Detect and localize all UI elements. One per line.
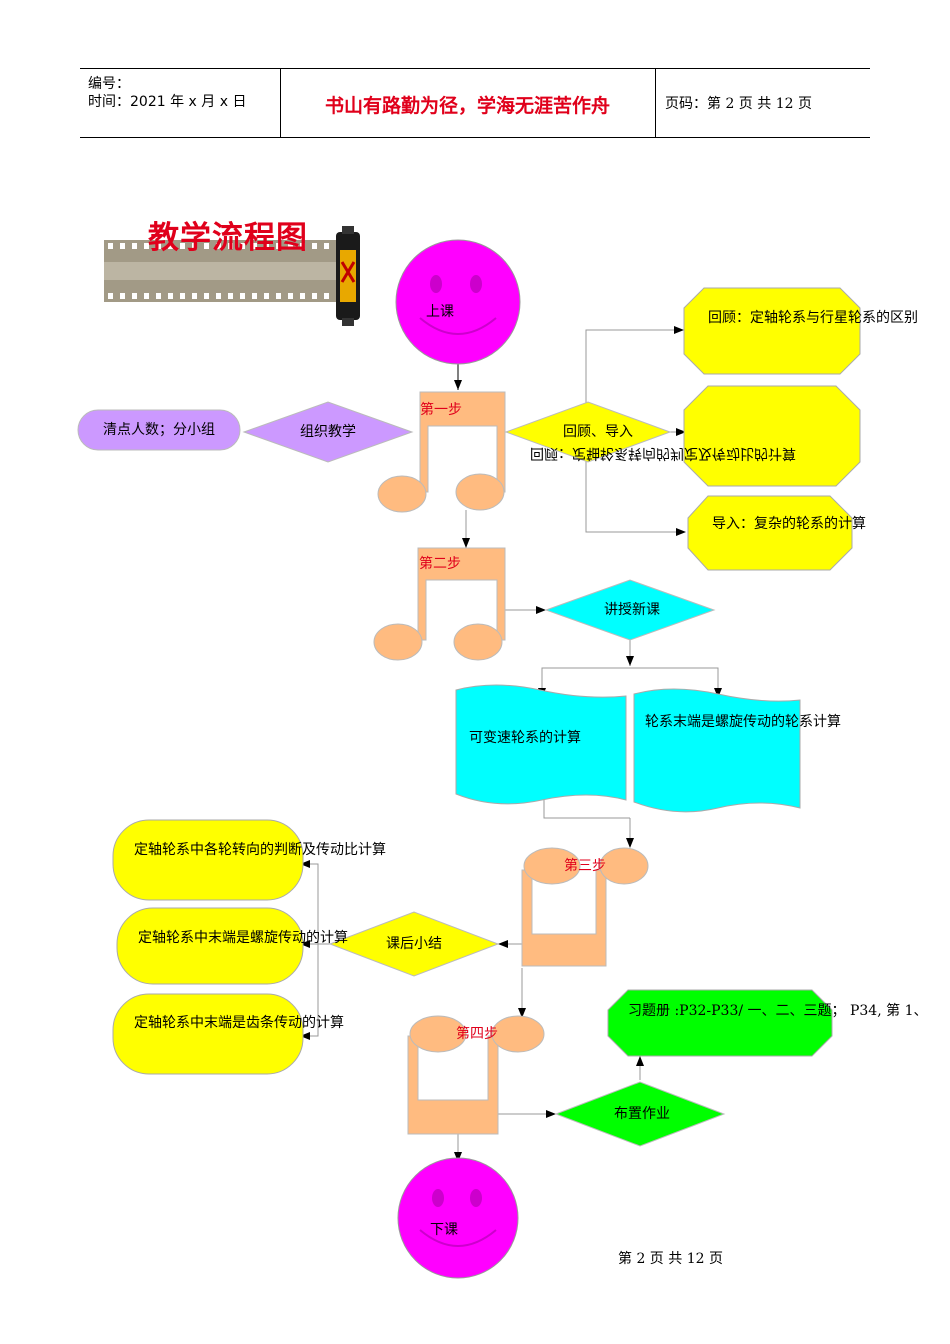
review-diff-octagon [683, 287, 861, 375]
start-label: 上课 [426, 304, 454, 320]
rollcall-label: 清点人数；分小组 [103, 422, 215, 438]
film-strip-icon [104, 226, 360, 326]
teach-new-label: 讲授新课 [604, 602, 660, 618]
summary-item-1-label: 定轴轮系中各轮转向的判断及传动比计算 [134, 842, 386, 858]
homework-label: 布置作业 [614, 1106, 670, 1122]
connector-lines [302, 329, 719, 1160]
intro-complex-label: 导入：复杂的轮系的计算 [712, 516, 866, 532]
review-direction-label: 回顾：定轴轮系转向的判定及传动比的计算 [530, 445, 796, 461]
review-intro-label: 回顾、导入 [563, 424, 633, 440]
page-header: 编号： 时间：2021 年 x 月 x 日 书山有路勤为径，学海无涯苦作舟 页码… [80, 68, 870, 138]
header-page-number: 页码：第 2 页 共 12 页 [665, 96, 812, 112]
end-smiley-node [397, 1157, 519, 1279]
summary-item-2 [116, 907, 304, 985]
screw-end-label: 轮系末端是螺旋传动的轮系计算 [645, 714, 841, 730]
summary-item-3 [112, 993, 304, 1075]
teach-new-diamond [544, 579, 716, 641]
review-intro-diamond [504, 401, 672, 463]
step4-note-icon [407, 1015, 545, 1135]
header-number: 编号： [88, 76, 130, 92]
organize-diamond [242, 401, 414, 463]
step3-note-icon [521, 847, 649, 967]
summary-item-1 [112, 819, 304, 901]
summary-label: 课后小结 [386, 936, 442, 952]
step2-note-icon [373, 547, 506, 661]
page-footer: 第 2 页 共 12 页 [618, 1251, 723, 1267]
rollcall-pill [77, 409, 241, 451]
review-direction-octagon [683, 385, 861, 487]
header-divider [655, 69, 656, 137]
end-label: 下课 [430, 1222, 458, 1238]
screw-end-document [633, 688, 801, 813]
intro-complex-octagon [687, 495, 853, 571]
organize-label: 组织教学 [300, 424, 356, 440]
step1-label: 第一步 [420, 402, 462, 418]
step1-note-icon [377, 391, 506, 513]
diagram-title: 教学流程图 [148, 220, 308, 256]
review-diff-label: 回顾：定轴轮系与行星轮系的区别 [708, 310, 918, 326]
variable-speed-label: 可变速轮系的计算 [469, 730, 581, 746]
header-meta: 编号： 时间：2021 年 x 月 x 日 [88, 75, 246, 111]
step4-label: 第四步 [456, 1026, 498, 1042]
start-smiley-node [395, 239, 521, 365]
header-motto: 书山有路勤为径，学海无涯苦作舟 [324, 95, 610, 117]
step2-label: 第二步 [419, 556, 461, 572]
homework-detail-octagon [607, 989, 833, 1057]
variable-speed-document [455, 684, 627, 805]
homework-detail-label: 习题册 :P32-P33/ 一、二、三题； P34, 第 1、 [628, 1003, 928, 1019]
summary-item-3-label: 定轴轮系中末端是齿条传动的计算 [134, 1015, 344, 1031]
homework-diamond [554, 1081, 726, 1147]
connector-arrowheads [300, 326, 722, 1162]
step3-label: 第三步 [564, 858, 606, 874]
header-divider [280, 69, 281, 137]
header-time: 时间：2021 年 x 月 x 日 [88, 94, 247, 110]
summary-diamond [328, 911, 500, 977]
summary-item-2-label: 定轴轮系中末端是螺旋传动的计算 [138, 930, 348, 946]
